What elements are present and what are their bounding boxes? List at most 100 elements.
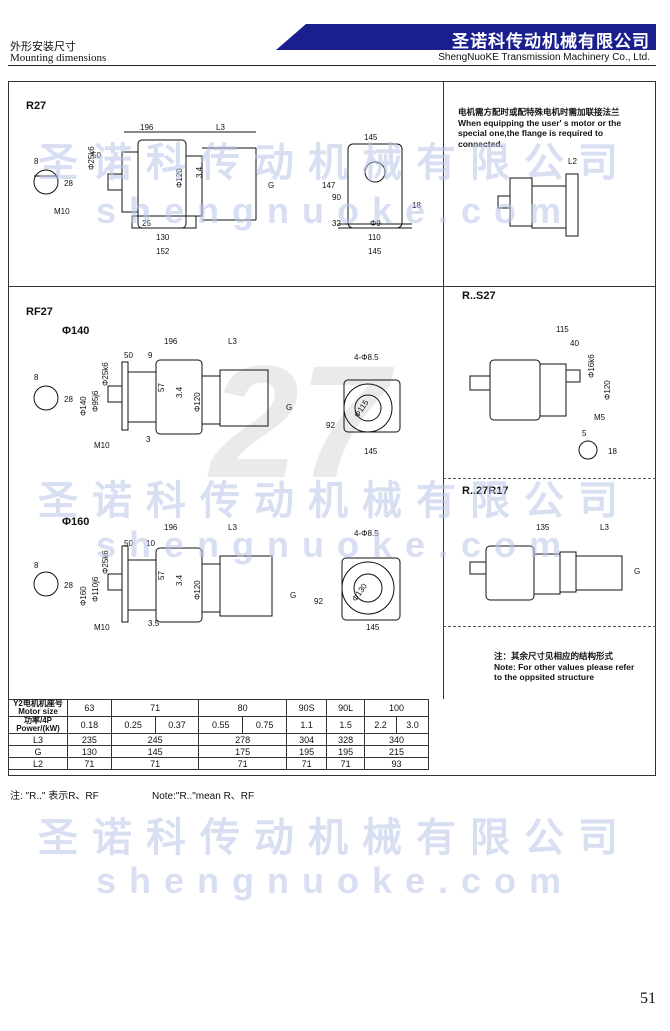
rf160-dim-3-4: 3.4 (175, 574, 184, 586)
frame-divider-r27 (8, 286, 443, 287)
rf160-dim-57: 57 (157, 571, 166, 580)
dashed-divider-1 (443, 478, 656, 479)
l2-cell: 71 (67, 757, 112, 770)
power-cell: 0.55 (198, 716, 244, 734)
power-cell: 0.75 (242, 716, 287, 734)
r27-dim-90: 90 (332, 193, 341, 202)
r27-dim-130: 130 (156, 233, 170, 242)
watermark-en-2: shengnuoke.com (95, 524, 575, 565)
rf160-dim-l3: L3 (228, 524, 237, 532)
rf140-dim-phi115: Φ115 (352, 398, 371, 419)
rf27-phi140-label: Φ140 (62, 325, 90, 337)
motor-size-cell: 71 (110, 699, 200, 717)
rf140-dim-holes: 4-Φ8.5 (354, 353, 379, 362)
rf160-dim-92: 92 (314, 597, 323, 606)
rf140-dim-g: G (286, 403, 292, 412)
r27-dim-50: 50 (92, 151, 101, 160)
row-label-motor-size: Y2电机机座号 Motor size (8, 699, 68, 717)
rs27-drawing: 115 40 Φ16k6 Φ120 M5 5 18 (469, 325, 617, 460)
rf140-dim-196: 196 (164, 337, 178, 346)
drawing-frame (8, 81, 656, 776)
rf160-dim-holes: 4-Φ8.5 (354, 529, 379, 538)
r27-dim-shaft-height: 28 (64, 179, 73, 188)
company-banner (276, 24, 656, 50)
motor-size-cell: 90S (285, 699, 328, 717)
other-values-note: 注：其余尺寸见相应的结构形式 Note: For other values pl… (494, 651, 644, 683)
rf160-dim-phi110: Φ110j6 (91, 576, 100, 602)
rf140-dim-57: 57 (157, 383, 166, 392)
rf140-dim-phi25: Φ25k6 (101, 362, 110, 386)
r27-dim-196: 196 (140, 123, 154, 132)
rf27-phi140-drawing: 8 28 Φ140 Φ95j6 Φ25k6 50 9 196 L3 57 Φ12… (33, 337, 401, 456)
power-cell: 0.18 (67, 716, 112, 734)
l2-cell: 71 (198, 757, 287, 770)
table-row-power: 功率/4P Power/(kW) 0.18 0.25 0.37 0.55 0.7… (8, 716, 429, 734)
l3-cell: 278 (198, 733, 287, 746)
motor-size-cell: 63 (67, 699, 112, 717)
rf140-dim-145: 145 (364, 447, 378, 456)
g-cell: 130 (67, 745, 112, 758)
r27-dim-l3: L3 (216, 123, 225, 132)
power-cell: 0.25 (110, 716, 156, 734)
dashed-divider-2 (443, 626, 656, 627)
l3-cell: 328 (326, 733, 366, 746)
flange-note: 电机需方配时或配特殊电机时需加联接法兰 When equipping the u… (458, 107, 648, 149)
row-label-g: G (8, 745, 68, 758)
r27-dim-g: G (268, 181, 274, 190)
rf160-dim-50: 50 (124, 539, 133, 548)
watermark-zh-3: 圣诺科传动机械有限公司 (38, 815, 632, 861)
other-note-zh: 注：其余尺寸见相应的结构形式 (494, 651, 614, 661)
table-row-l2: L2 71 71 71 71 71 93 (8, 757, 429, 770)
r27-side-view (107, 131, 257, 229)
r27r17-drawing: 135 L3 G (469, 523, 640, 601)
r27-dim-152: 152 (156, 247, 170, 256)
r27-front-view (338, 143, 412, 229)
rf140-dim-phi95: Φ95j6 (91, 390, 100, 412)
l3-cell: 245 (110, 733, 200, 746)
power-cell: 0.37 (154, 716, 200, 734)
rf160-dim-10: 10 (146, 539, 155, 548)
row-label-l3: L3 (8, 733, 68, 746)
g-cell: 175 (198, 745, 287, 758)
power-cell: 3.0 (396, 716, 429, 734)
rs27-dim-5: 5 (582, 429, 587, 438)
rf140-dim-phi140: Φ140 (79, 396, 88, 416)
r27-dim-145-bottom: 145 (368, 247, 382, 256)
watermark-zh-1: 圣诺科传动机械有限公司 (38, 140, 632, 186)
rf160-dim-3-5: 3.5 (148, 619, 160, 628)
rs27-dim-18: 18 (608, 447, 617, 456)
row-label-l2: L2 (8, 757, 68, 770)
l3-cell: 340 (364, 733, 429, 746)
rf140-dim-m10: M10 (94, 441, 110, 450)
l2-cell: 71 (326, 757, 366, 770)
l3-cell: 235 (67, 733, 112, 746)
r27-dim-110: 110 (368, 233, 381, 242)
rs27-dim-phi120: Φ120 (603, 380, 612, 400)
rf140-dim-key: 8 (34, 373, 39, 382)
motor-size-cell: 90L (326, 699, 366, 717)
r27-dim-145-top: 145 (364, 133, 378, 142)
r27-dim-phi120: Φ120 (175, 168, 184, 188)
motor-size-cell: 80 (198, 699, 287, 717)
power-cell: 2.2 (364, 716, 398, 734)
rf160-dim-g: G (290, 591, 296, 600)
frame-vertical-divider (443, 81, 444, 699)
rs27-dim-115: 115 (556, 325, 569, 334)
l3-cell: 304 (285, 733, 328, 746)
r27-dim-key: 8 (34, 157, 39, 166)
r27-dim-147: 147 (322, 181, 336, 190)
rf160-dim-m10: M10 (94, 623, 110, 632)
g-cell: 195 (326, 745, 366, 758)
rf140-dim-50: 50 (124, 351, 133, 360)
flange-note-en: When equipping the user' s motor or the … (458, 117, 622, 149)
section-title-zh: 外形安装尺寸 (10, 40, 76, 53)
table-row-l3: L3 235 245 278 304 328 340 (8, 733, 429, 746)
r27-dim-m10: M10 (54, 207, 70, 216)
flange-note-zh: 电机需方配时或配特殊电机时需加联接法兰 (458, 107, 620, 117)
footnote-en: Note:"R.."mean R、RF (152, 791, 255, 802)
l2-cell: 93 (364, 757, 429, 770)
flange-dim-l2: L2 (568, 157, 577, 166)
r27-dim-3-4: 3.4 (195, 166, 204, 178)
rf140-dim-l3: L3 (228, 337, 237, 346)
footnote-zh: 注: "R.." 表示R、RF (10, 791, 99, 802)
